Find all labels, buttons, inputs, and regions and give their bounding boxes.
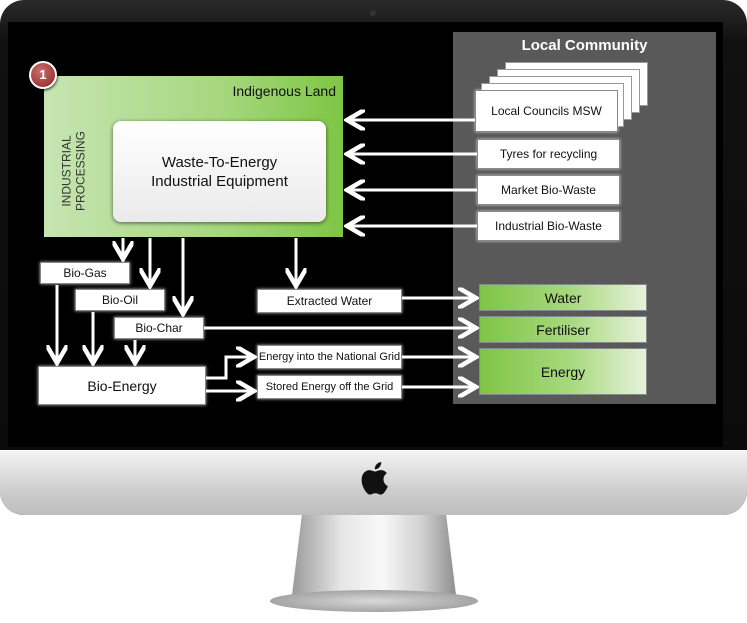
bio-char-box: Bio-Char (114, 317, 204, 339)
local-community-title: Local Community (521, 37, 648, 54)
bio-oil-box: Bio-Oil (75, 289, 165, 311)
waste-to-energy-equipment-box: Waste-To-Energy Industrial Equipment (113, 121, 326, 222)
arrow-energy-to-grid (206, 357, 251, 380)
source-local-councils-msw: Local Councils MSW (475, 90, 618, 132)
equipment-line2: Industrial Equipment (151, 172, 288, 190)
output-water: Water (479, 284, 647, 311)
apple-logo-icon (361, 462, 388, 495)
source-tyres: Tyres for recycling (477, 139, 620, 169)
equipment-line1: Waste-To-Energy (161, 153, 278, 171)
bio-energy-box: Bio-Energy (38, 366, 206, 405)
output-fertiliser: Fertiliser (479, 316, 647, 343)
extracted-water-box: Extracted Water (257, 289, 402, 313)
monitor-stand-base (270, 590, 478, 612)
stored-energy-box: Stored Energy off the Grid (257, 375, 402, 399)
monitor-stand (292, 515, 456, 595)
energy-grid-box: Energy into the National Grid (257, 345, 402, 369)
source-market-bio-waste: Market Bio-Waste (477, 175, 620, 205)
output-energy: Energy (479, 348, 647, 395)
source-industrial-bio-waste: Industrial Bio-Waste (477, 211, 620, 241)
camera-icon (370, 10, 376, 16)
bio-gas-box: Bio-Gas (40, 262, 130, 284)
indigenous-land-title: Indigenous Land (232, 83, 336, 99)
step-badge: 1 (29, 61, 57, 89)
